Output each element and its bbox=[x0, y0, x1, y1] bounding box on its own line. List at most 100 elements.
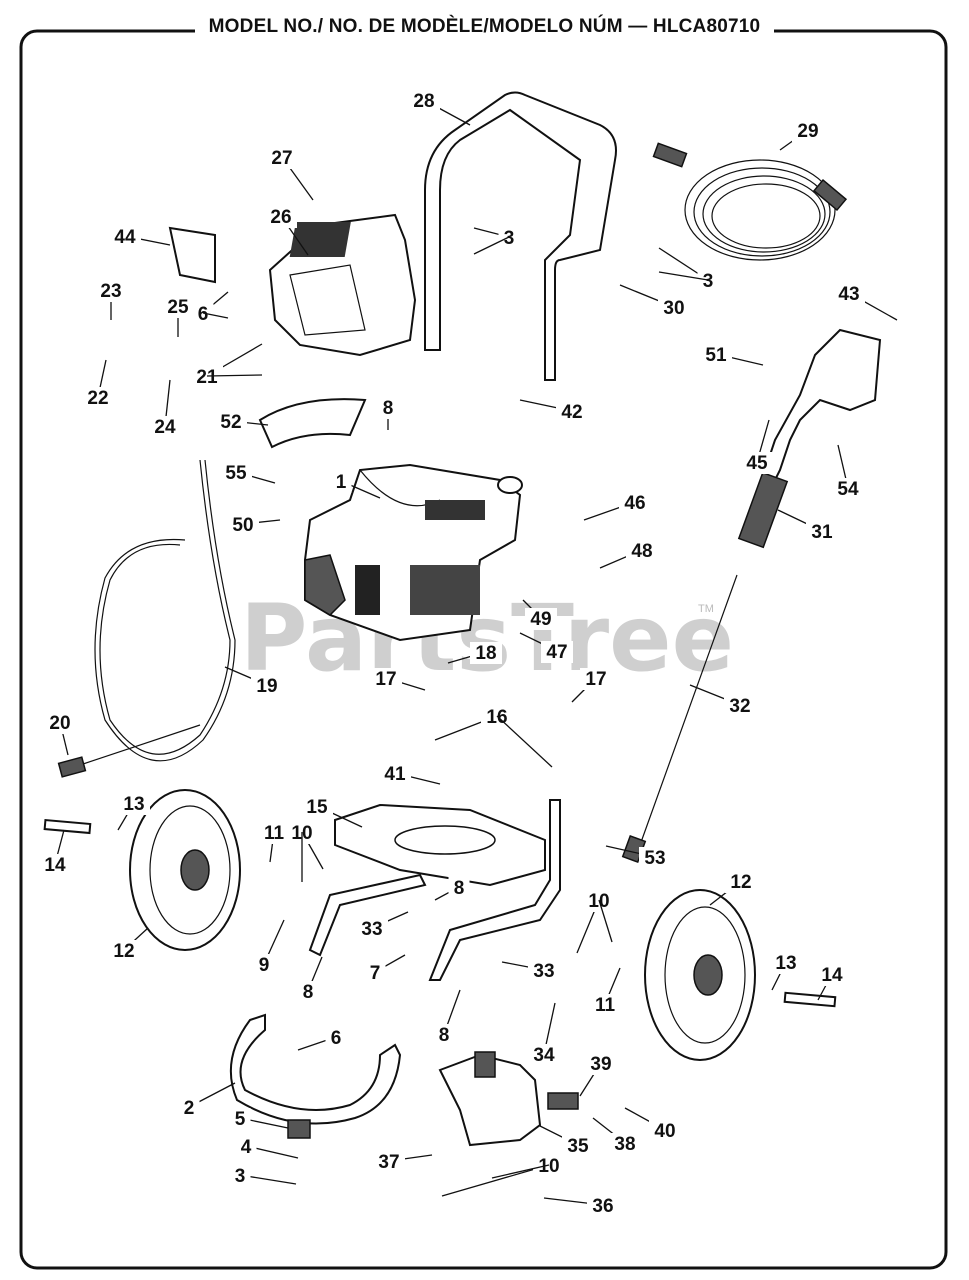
part-number-label: 13 bbox=[123, 794, 144, 815]
callout-c46: 46 bbox=[583, 492, 651, 521]
part-number-label: 49 bbox=[530, 609, 551, 630]
callout-c7: 7 bbox=[364, 954, 406, 984]
part-number-label: 21 bbox=[196, 367, 218, 388]
callout-c3a2 bbox=[473, 236, 510, 255]
callout-c10c: 10 bbox=[441, 1155, 565, 1197]
callout-c16: 16 bbox=[434, 706, 513, 741]
part-number-label: 53 bbox=[644, 848, 665, 869]
callout-c4: 4 bbox=[235, 1136, 299, 1159]
leader-line bbox=[598, 899, 613, 943]
label-background bbox=[533, 1155, 565, 1177]
callout-c26: 26 bbox=[265, 206, 309, 256]
label-background bbox=[408, 90, 440, 112]
part-number-label: 38 bbox=[614, 1134, 635, 1155]
part-number-label: 28 bbox=[413, 91, 434, 112]
callout-c8b: 8 bbox=[434, 877, 470, 901]
label-background bbox=[379, 763, 411, 785]
label-background bbox=[192, 303, 214, 325]
callout-c13b: 13 bbox=[770, 952, 802, 991]
callout-c6a2 bbox=[202, 312, 229, 319]
bumper-5-part bbox=[287, 1119, 311, 1139]
callout-c39: 39 bbox=[579, 1053, 617, 1097]
label-background bbox=[149, 416, 181, 438]
label-background bbox=[215, 411, 247, 433]
decal-44-part bbox=[168, 226, 216, 284]
part-number-label: 6 bbox=[331, 1028, 342, 1049]
part-number-label: 4 bbox=[241, 1137, 252, 1158]
base-frame-part bbox=[334, 803, 546, 887]
callout-c42: 42 bbox=[519, 399, 588, 423]
callout-c37: 37 bbox=[373, 1151, 433, 1173]
handle-part bbox=[424, 91, 617, 381]
label-background bbox=[609, 1133, 641, 1155]
part-number-label: 47 bbox=[546, 642, 567, 663]
label-background bbox=[229, 1108, 251, 1130]
label-background bbox=[191, 366, 223, 388]
leader-line bbox=[658, 271, 709, 281]
part-number-label: 39 bbox=[590, 1054, 611, 1075]
callout-c14a: 14 bbox=[39, 829, 71, 876]
label-background bbox=[833, 283, 865, 305]
part-number-label: 54 bbox=[837, 479, 859, 500]
part-number-label: 34 bbox=[533, 1045, 555, 1066]
callout-c36: 36 bbox=[543, 1195, 619, 1217]
callout-c54: 54 bbox=[832, 444, 864, 500]
label-background bbox=[589, 994, 621, 1016]
label-background bbox=[481, 706, 513, 728]
label-background bbox=[525, 608, 557, 630]
part-number-label: 12 bbox=[730, 872, 751, 893]
label-background bbox=[39, 854, 71, 876]
label-background bbox=[227, 514, 259, 536]
lower-frame-part bbox=[308, 799, 561, 981]
callout-c25: 25 bbox=[162, 296, 194, 337]
label-background bbox=[251, 675, 283, 697]
part-number-label: 5 bbox=[235, 1109, 246, 1130]
label-background bbox=[235, 1136, 257, 1158]
callout-c16b bbox=[496, 715, 553, 768]
callout-c35: 35 bbox=[539, 1125, 594, 1157]
part-number-label: 14 bbox=[821, 965, 843, 986]
callout-c24: 24 bbox=[149, 379, 181, 438]
label-background bbox=[297, 981, 319, 1003]
label-background bbox=[356, 918, 388, 940]
part-number-label: 9 bbox=[259, 955, 270, 976]
leader-line bbox=[202, 312, 229, 319]
leader-line bbox=[491, 1164, 550, 1179]
part-number-label: 14 bbox=[44, 855, 66, 876]
callout-c17b: 17 bbox=[571, 668, 612, 703]
callout-c43: 43 bbox=[833, 283, 898, 321]
label-background bbox=[658, 297, 690, 319]
engine-part bbox=[304, 463, 523, 642]
callout-c6b: 6 bbox=[297, 1027, 347, 1051]
part-number-label: 11 bbox=[595, 995, 616, 1016]
callout-c45: 45 bbox=[741, 419, 773, 474]
callout-c27: 27 bbox=[266, 147, 314, 201]
callout-c21b bbox=[206, 374, 263, 377]
part-number-label: 8 bbox=[303, 982, 314, 1003]
callout-c11b: 11 bbox=[589, 967, 621, 1016]
part-number-label: 3 bbox=[235, 1166, 246, 1187]
part-number-label: 3 bbox=[504, 228, 515, 249]
label-background bbox=[587, 1195, 619, 1217]
callout-c40: 40 bbox=[624, 1107, 681, 1142]
part-number-label: 37 bbox=[378, 1152, 399, 1173]
part-number-label: 23 bbox=[100, 281, 121, 302]
part-number-label: 8 bbox=[454, 878, 465, 899]
label-background bbox=[82, 387, 114, 409]
part-number-label: 45 bbox=[746, 453, 768, 474]
label-background bbox=[626, 540, 658, 562]
part-number-label: 43 bbox=[838, 284, 859, 305]
part-number-label: 52 bbox=[220, 412, 241, 433]
part-number-label: 35 bbox=[567, 1136, 589, 1157]
callout-c8c: 8 bbox=[297, 956, 323, 1003]
part-number-label: 25 bbox=[167, 297, 189, 318]
callout-c23: 23 bbox=[95, 280, 127, 320]
label-background bbox=[639, 847, 671, 869]
callout-c10c2 bbox=[491, 1164, 550, 1179]
hose-coil-part bbox=[652, 142, 848, 261]
callout-c8d: 8 bbox=[433, 989, 461, 1046]
part-number-label: 44 bbox=[114, 227, 136, 248]
label-background bbox=[816, 964, 848, 986]
callout-c10a: 10 bbox=[286, 822, 324, 870]
